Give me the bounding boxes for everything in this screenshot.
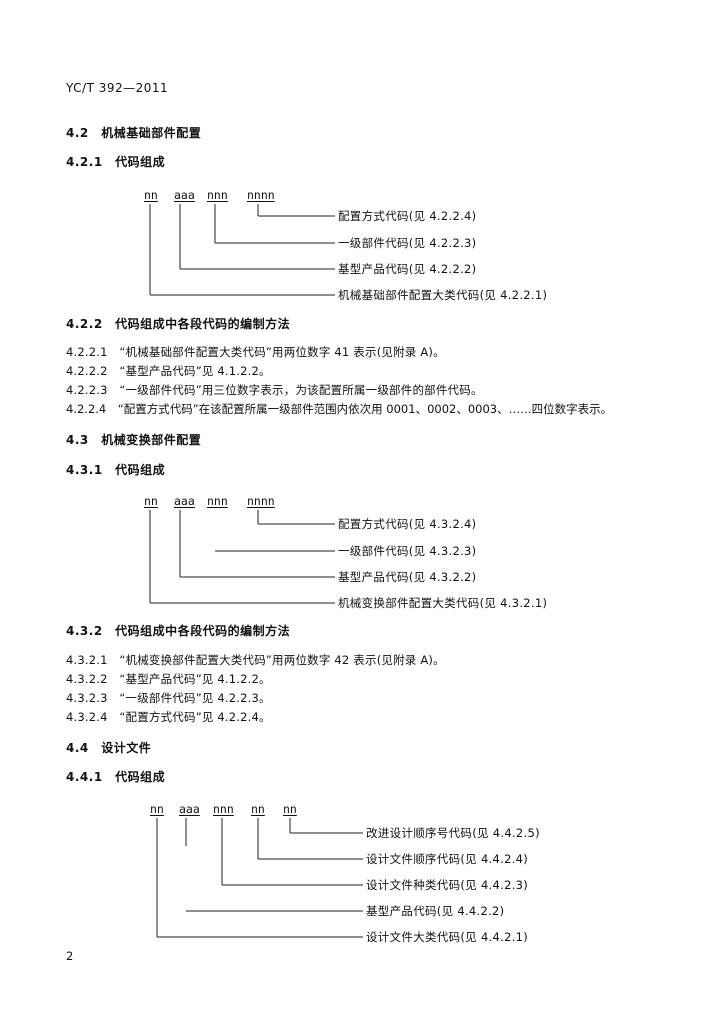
clause-text: 4.3.2.1 “机械变换部件配置大类代码”用两位数字 42 表示(见附录 A)… xyxy=(66,653,445,667)
clause-text: 4.3.2.4 “配置方式代码”见 4.2.2.4。 xyxy=(66,710,271,724)
diagram-label: 基型产品代码(见 4.3.2.2) xyxy=(338,570,477,584)
section-4-3-heading: 4.3 机械变换部件配置 xyxy=(66,433,202,447)
diagram-label: 设计文件顺序代码(见 4.4.2.4) xyxy=(366,852,529,866)
code-segment-nnnn: nnnn xyxy=(247,494,275,508)
code-segment-aaa: aaa xyxy=(174,494,195,508)
diagram-label: 设计文件种类代码(见 4.4.2.3) xyxy=(366,878,529,892)
diagram-label: 基型产品代码(见 4.2.2.2) xyxy=(338,262,477,276)
clause-text: 4.2.2.3 “一级部件代码”用三位数字表示，为该配置所属一级部件的部件代码。 xyxy=(66,383,483,397)
diagram-label: 一级部件代码(见 4.2.2.3) xyxy=(338,236,477,250)
clause-text: 4.3.2.2 “基型产品代码”见 4.1.2.2。 xyxy=(66,672,271,686)
diagram-label: 机械基础部件配置大类代码(见 4.2.2.1) xyxy=(338,288,548,302)
code-segment-nnn: nnn xyxy=(207,188,228,202)
section-4-2-1-heading: 4.2.1 代码组成 xyxy=(66,155,166,169)
section-4-3-2-heading: 4.3.2 代码组成中各段代码的编制方法 xyxy=(66,624,291,638)
diagram-4-4-1-connectors xyxy=(156,818,363,938)
clause-text: 4.2.2.2 “基型产品代码”见 4.1.2.2。 xyxy=(66,364,271,378)
code-segment-nn: nn xyxy=(251,802,265,816)
page-number: 2 xyxy=(66,949,74,963)
code-segment-nnnn: nnnn xyxy=(247,188,275,202)
section-4-2-2-heading: 4.2.2 代码组成中各段代码的编制方法 xyxy=(66,317,291,331)
diagram-label: 基型产品代码(见 4.4.2.2) xyxy=(366,904,505,918)
diagram-4-2-1-connectors xyxy=(149,204,335,296)
section-4-4-heading: 4.4 设计文件 xyxy=(66,741,152,755)
code-segment-nn: nn xyxy=(144,494,158,508)
section-4-2-heading: 4.2 机械基础部件配置 xyxy=(66,126,202,140)
diagram-label: 配置方式代码(见 4.3.2.4) xyxy=(338,517,477,531)
code-segment-nn: nn xyxy=(283,802,297,816)
clause-text: 4.2.2.1 “机械基础部件配置大类代码”用两位数字 41 表示(见附录 A)… xyxy=(66,345,445,359)
code-segment-aaa: aaa xyxy=(174,188,195,202)
section-4-4-1-heading: 4.4.1 代码组成 xyxy=(66,770,166,784)
code-segment-nnn: nnn xyxy=(213,802,234,816)
diagram-label: 机械变换部件配置大类代码(见 4.3.2.1) xyxy=(338,596,548,610)
diagram-label: 设计文件大类代码(见 4.4.2.1) xyxy=(366,930,529,944)
clause-text: 4.2.2.4 “配置方式代码”在该配置所属一级部件范围内依次用 0001、00… xyxy=(66,402,613,416)
code-segment-nn: nn xyxy=(144,188,158,202)
diagram-label: 改进设计顺序号代码(见 4.4.2.5) xyxy=(366,826,540,840)
diagram-4-3-1-connectors xyxy=(149,510,335,604)
diagram-label: 配置方式代码(见 4.2.2.4) xyxy=(338,209,477,223)
code-segment-nnn: nnn xyxy=(207,494,228,508)
code-segment-aaa: aaa xyxy=(179,802,200,816)
document-header: YC/T 392—2011 xyxy=(66,81,169,95)
clause-text: 4.3.2.3 “一级部件代码”见 4.2.2.3。 xyxy=(66,691,271,705)
section-4-3-1-heading: 4.3.1 代码组成 xyxy=(66,463,166,477)
diagram-label: 一级部件代码(见 4.3.2.3) xyxy=(338,544,477,558)
code-segment-nn: nn xyxy=(150,802,164,816)
